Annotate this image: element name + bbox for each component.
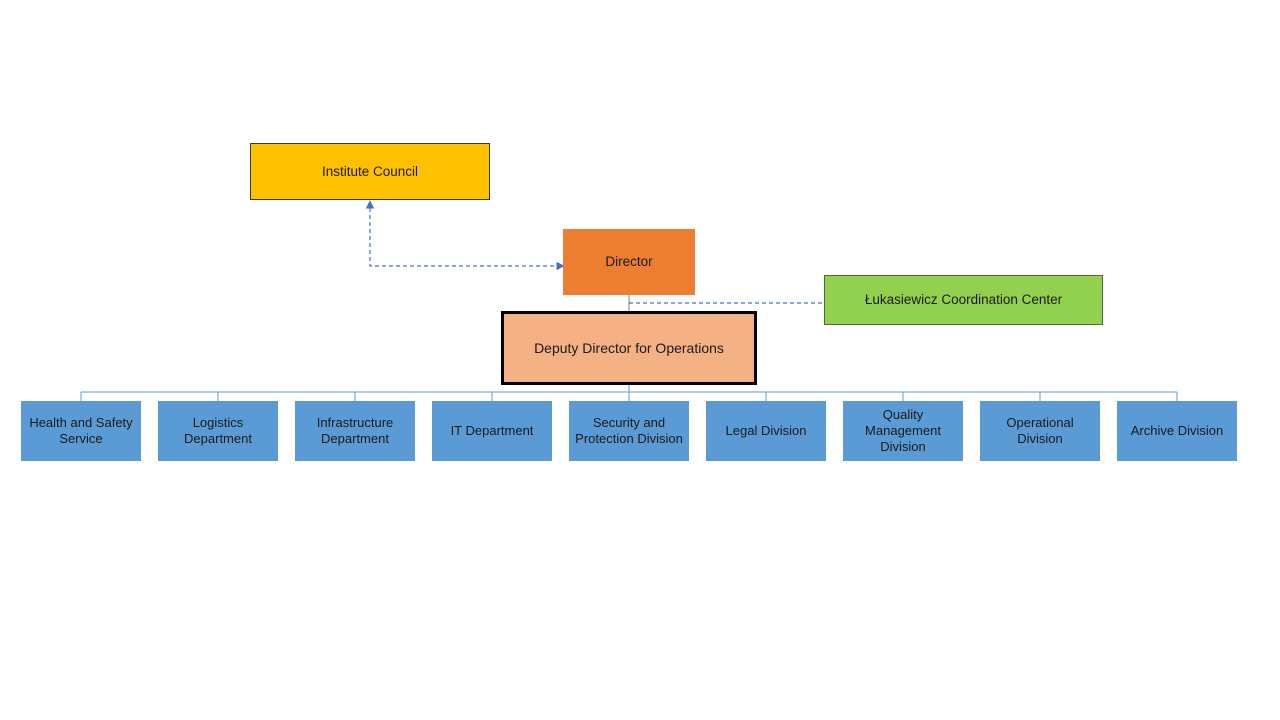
institute-council-label: Institute Council bbox=[321, 163, 419, 179]
institute-council-box: Institute Council bbox=[250, 143, 490, 200]
department-box-legal: Legal Division bbox=[706, 401, 826, 461]
department-box-quality-management: Quality Management Division bbox=[843, 401, 963, 461]
department-box-it: IT Department bbox=[432, 401, 552, 461]
department-label: IT Department bbox=[450, 423, 534, 438]
department-label: Security and Protection Division bbox=[575, 415, 683, 446]
department-label: Logistics Department bbox=[184, 415, 252, 446]
department-box-archive: Archive Division bbox=[1117, 401, 1237, 461]
department-box-operational: Operational Division bbox=[980, 401, 1100, 461]
lukasiewicz-coordination-center-box: Łukasiewicz Coordination Center bbox=[824, 275, 1103, 325]
department-label: Quality Management Division bbox=[865, 407, 941, 454]
lukasiewicz-coordination-center-label: Łukasiewicz Coordination Center bbox=[864, 292, 1063, 307]
council-director-dashed-link bbox=[365, 200, 565, 271]
department-label: Archive Division bbox=[1130, 423, 1224, 438]
deputy-director-box: Deputy Director for Operations bbox=[501, 311, 757, 385]
department-label: Infrastructure Department bbox=[316, 415, 394, 446]
department-box-logistics: Logistics Department bbox=[158, 401, 278, 461]
deputy-director-label: Deputy Director for Operations bbox=[534, 340, 724, 356]
director-label: Director bbox=[605, 254, 653, 269]
director-box: Director bbox=[563, 229, 695, 295]
department-label: Operational Division bbox=[1006, 415, 1074, 446]
department-label: Legal Division bbox=[725, 423, 807, 438]
department-box-infrastructure: Infrastructure Department bbox=[295, 401, 415, 461]
department-box-health-and-safety: Health and Safety Service bbox=[21, 401, 141, 461]
department-box-security-and-protection: Security and Protection Division bbox=[569, 401, 689, 461]
department-label: Health and Safety Service bbox=[29, 415, 133, 446]
